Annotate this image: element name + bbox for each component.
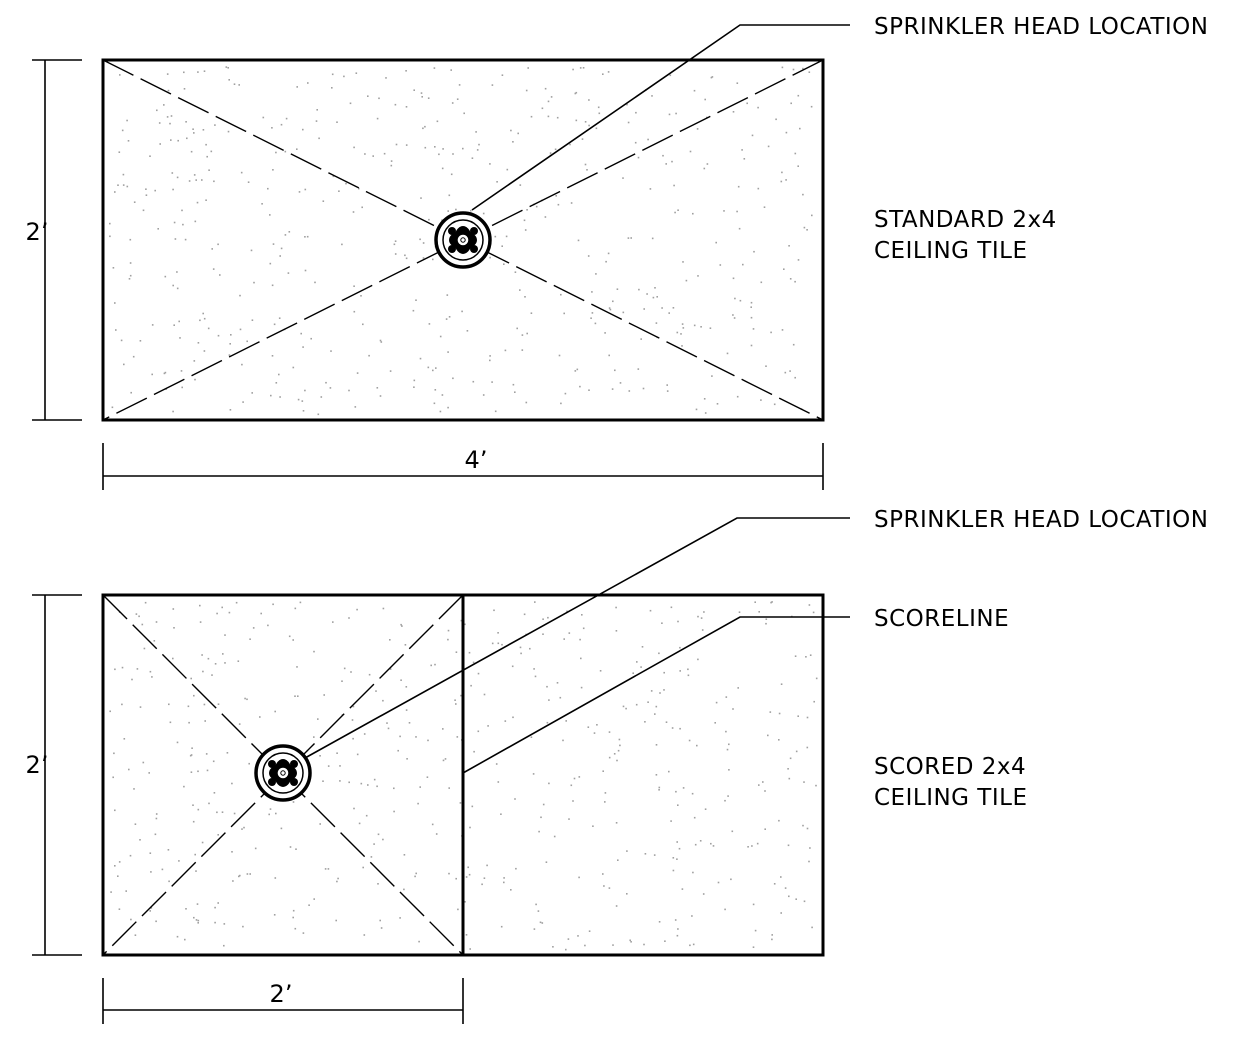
sprinkler-leader-line — [304, 517, 850, 759]
width-dimension-label: 4’ — [465, 446, 488, 474]
standard-tile-outline — [101, 58, 825, 422]
tile-texture — [109, 66, 813, 416]
scored-tile: SPRINKLER HEAD LOCATION SCORELINE SCORED… — [26, 507, 1209, 1024]
scoreline-leader-line — [462, 616, 850, 774]
height-dimension: 2’ — [26, 59, 82, 421]
tile-description-line1: SCORED 2x4 — [874, 754, 1026, 780]
sprinkler-head-icon — [434, 211, 492, 269]
width-dimension: 2’ — [102, 978, 464, 1024]
width-dimension-label: 2’ — [270, 980, 293, 1008]
tile-description-line1: STANDARD 2x4 — [874, 207, 1057, 233]
sprinkler-head-label: SPRINKLER HEAD LOCATION — [874, 14, 1209, 40]
sprinkler-head-icon — [254, 744, 312, 802]
sprinkler-head-label: SPRINKLER HEAD LOCATION — [874, 507, 1209, 533]
height-dimension-label: 2’ — [26, 218, 49, 246]
sprinkler-leader-line — [471, 24, 850, 211]
width-dimension: 4’ — [102, 443, 824, 490]
height-dimension-label: 2’ — [26, 751, 49, 779]
scoreline-label: SCORELINE — [874, 606, 1009, 632]
standard-tile: SPRINKLER HEAD LOCATION STANDARD 2x4 CEI… — [26, 14, 1209, 490]
height-dimension: 2’ — [26, 594, 82, 956]
tile-description-line2: CEILING TILE — [874, 238, 1028, 264]
tile-description-line2: CEILING TILE — [874, 785, 1028, 811]
